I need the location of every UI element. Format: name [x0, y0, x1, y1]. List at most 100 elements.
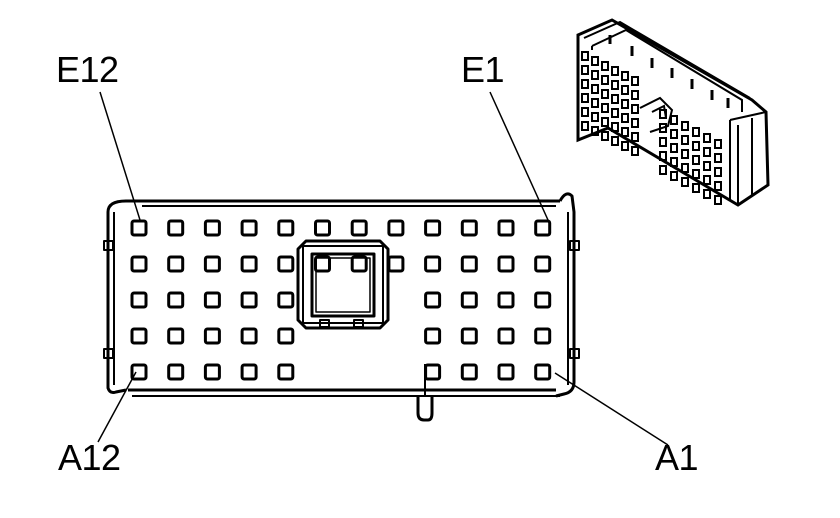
pin-cavity: [167, 363, 185, 381]
iso-pin-cavity: [601, 117, 609, 127]
pin-cavity: [130, 327, 148, 345]
iso-pin-cavity: [714, 139, 722, 149]
pin-cavity: [460, 363, 478, 381]
connector-housing: [103, 192, 580, 422]
iso-pin-cavity: [591, 98, 599, 108]
pin-cavity: [497, 291, 515, 309]
pin-cavity: [203, 363, 221, 381]
pin-cavity: [460, 291, 478, 309]
iso-pin-cavity: [611, 108, 619, 118]
iso-pin-cavity: [621, 99, 629, 109]
iso-pin-cavity: [703, 133, 711, 143]
iso-pin-cavity: [659, 151, 667, 161]
iso-pin-cavity: [703, 147, 711, 157]
pin-cavity: [167, 255, 185, 273]
iso-pin-cavity: [631, 132, 639, 142]
iso-pin-cavity: [621, 113, 629, 123]
iso-pin-cavity: [681, 149, 689, 159]
pin-cavity: [314, 255, 331, 273]
iso-pin-cavity: [681, 163, 689, 173]
pin-cavity: [240, 255, 258, 273]
leader-lines: [97, 91, 669, 446]
iso-pin-cavity: [581, 51, 589, 61]
iso-pin-cavity: [659, 109, 667, 119]
leader-e12: [99, 91, 141, 221]
iso-pin-cavity: [581, 65, 589, 75]
iso-pin-cavity: [714, 181, 722, 191]
leader-a1: [554, 372, 669, 446]
pin-cavity: [534, 255, 552, 273]
pin-cavity: [387, 219, 405, 237]
pin-cavity: [203, 291, 221, 309]
pin-cavity: [497, 255, 515, 273]
iso-pin-cavity: [714, 167, 722, 177]
pin-cavity: [240, 219, 258, 237]
pin-cavity: [460, 219, 478, 237]
iso-pin-cavity: [714, 195, 722, 205]
leader-e1: [489, 91, 549, 221]
pin-cavity: [424, 219, 442, 237]
pin-cavity: [314, 219, 331, 237]
pin-cavity: [424, 255, 442, 273]
iso-pin-cavity: [670, 115, 678, 125]
iso-pin-cavity: [692, 169, 700, 179]
iso-pin-cavity: [681, 135, 689, 145]
label-e1: E1: [461, 49, 505, 90]
iso-pin-cavity: [611, 66, 619, 76]
iso-pin-cavity: [692, 127, 700, 137]
iso-pin-cavity: [631, 146, 639, 156]
iso-pin-cavity: [681, 177, 689, 187]
pin-cavity: [460, 255, 478, 273]
iso-pin-cavity: [703, 189, 711, 199]
pin-cavity: [167, 291, 185, 309]
iso-pin-cavity: [670, 157, 678, 167]
iso-pin-cavity: [670, 143, 678, 153]
iso-pin-cavity: [670, 129, 678, 139]
pin-cavity: [240, 363, 258, 381]
iso-pin-cavity: [714, 153, 722, 163]
iso-pin-cavity: [591, 126, 599, 136]
pin-cavity: [203, 255, 221, 273]
iso-pin-cavity: [621, 127, 629, 137]
iso-pin-cavity: [621, 85, 629, 95]
pin-cavity: [130, 255, 148, 273]
pin-cavity: [203, 219, 221, 237]
iso-pin-cavity: [581, 107, 589, 117]
label-a1: A1: [655, 437, 699, 478]
pin-cavity: [534, 327, 552, 345]
label-e12: E12: [56, 49, 119, 90]
iso-pin-cavity: [670, 171, 678, 181]
iso-pin-cavity: [611, 136, 619, 146]
iso-pin-cavity: [631, 118, 639, 128]
pin-cavity: [277, 255, 295, 273]
isometric-pin-cavities: [581, 51, 722, 205]
pin-cavity: [424, 327, 442, 345]
iso-pin-cavity: [621, 71, 629, 81]
iso-pin-cavity: [703, 175, 711, 185]
iso-pin-cavity: [591, 70, 599, 80]
pin-cavity: [277, 327, 295, 345]
iso-pin-cavity: [703, 161, 711, 171]
pin-cavity: [534, 219, 552, 237]
iso-pin-cavity: [692, 155, 700, 165]
pin-cavity: [460, 327, 478, 345]
iso-pin-cavity: [631, 76, 639, 86]
iso-pin-cavity: [631, 104, 639, 114]
pin-cavity: [130, 363, 148, 381]
iso-pin-cavity: [601, 103, 609, 113]
iso-pin-cavity: [681, 121, 689, 131]
iso-pin-cavity: [692, 183, 700, 193]
iso-pin-cavity: [692, 141, 700, 151]
pin-cavity: [167, 219, 185, 237]
pin-cavity-grid: [130, 219, 552, 381]
iso-pin-cavity: [581, 121, 589, 131]
iso-pin-cavity: [581, 79, 589, 89]
iso-pin-cavity: [591, 112, 599, 122]
iso-pin-cavity: [611, 80, 619, 90]
pin-cavity: [167, 327, 185, 345]
iso-pin-cavity: [581, 93, 589, 103]
pin-cavity: [277, 291, 295, 309]
pin-cavity: [350, 219, 368, 237]
